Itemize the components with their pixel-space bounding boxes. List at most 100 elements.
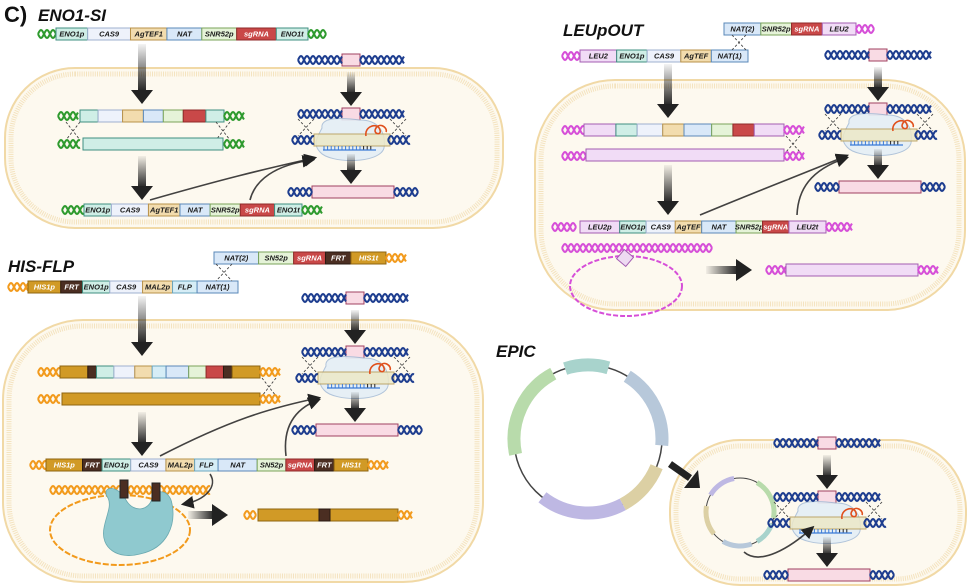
gene-label: NAT (230, 461, 246, 470)
dna-strand (223, 138, 245, 150)
his-dna-popout (49, 484, 211, 496)
leu2-popout-result (785, 263, 919, 277)
dna-strand (301, 346, 347, 358)
gene-label: ENO1p (619, 52, 644, 61)
gene-label: NAT (188, 206, 204, 215)
dna-strand (385, 252, 407, 264)
arrow-stem (351, 392, 359, 410)
gene-label: sgRNA (288, 461, 313, 470)
plasmid-mini-segment (721, 539, 753, 549)
arrow-head (657, 201, 679, 215)
plasmid-segment-cas9 (623, 370, 669, 447)
dna-strand (307, 28, 327, 40)
dna-strand (367, 459, 389, 471)
expression-arrow-flp (180, 473, 214, 509)
ade2-dna-left (773, 437, 819, 449)
expression-arrow-sgrna (796, 154, 850, 216)
recombination-cross (393, 356, 411, 375)
arrow-head (657, 104, 679, 118)
gene-block-sn52p (188, 365, 207, 379)
dna-strand (818, 129, 842, 141)
his-dna-flank (259, 393, 281, 405)
gene-label: CAS9 (120, 206, 141, 215)
dna-strand (301, 204, 323, 216)
gene-block-sgrna (205, 365, 224, 379)
dna-strand (49, 484, 211, 496)
ade2-gene-box (317, 371, 395, 385)
ade2-dna-right (363, 346, 409, 358)
recombination-cross (261, 377, 277, 397)
ade2-dna-right (869, 569, 895, 581)
recombinase-site-icon (615, 248, 635, 268)
dna-strand (773, 491, 819, 503)
gene-label: FRT (85, 461, 101, 470)
dna-strand (886, 49, 932, 61)
gene-label: MAL2p (145, 283, 170, 292)
dna-strand (57, 138, 81, 150)
ade2-dna-left (818, 129, 842, 141)
gene-label: CAS9 (116, 283, 137, 292)
dna-strand (773, 437, 819, 449)
dna-strand (37, 28, 57, 40)
gene-label: sgRNA (244, 30, 269, 39)
dna-strand (397, 509, 413, 521)
plasmid-segment-act1p (619, 464, 663, 511)
gene-label: LEU2 (589, 52, 609, 61)
dna-strand (561, 50, 581, 62)
crossover-line (865, 501, 883, 520)
dna-strand (359, 108, 405, 120)
gene-block-leu2 (583, 123, 617, 137)
title-epic: EPIC (496, 342, 536, 361)
eno1-ade2-editing (311, 53, 395, 199)
dna-strand (223, 110, 245, 122)
dna-strand (783, 150, 805, 162)
dna-strand (259, 366, 281, 378)
sgrna-scaffold-icon (841, 507, 864, 520)
arrow-stem (823, 537, 831, 555)
eno1-donor-blocks (79, 109, 225, 123)
dna-strand (561, 242, 713, 254)
gene-label: HIS1p (34, 283, 56, 292)
gene-block-snr52p (162, 109, 184, 123)
dna-strand (307, 28, 327, 40)
ade2-dna-left (295, 372, 319, 384)
his-dna-flank (259, 366, 281, 378)
dna-strand (869, 569, 895, 581)
dna-strand (359, 108, 405, 120)
dna-strand (363, 292, 409, 304)
crossover-line (773, 501, 791, 520)
down-arrow (867, 149, 889, 179)
arrow-head (340, 170, 362, 184)
leu-dna-flank (561, 50, 581, 62)
dna-strand (393, 186, 419, 198)
arrow-head (131, 342, 153, 356)
dna-strand (7, 281, 29, 293)
leu-dna-flank (765, 264, 787, 276)
gene-block-eno1t (205, 109, 225, 123)
title-eno1-si: ENO1-SI (38, 6, 107, 25)
ade2-dna-right (359, 108, 405, 120)
dna-strand (297, 108, 343, 120)
leu-dna-flank (917, 264, 939, 276)
gene-label: ENO1p (59, 30, 84, 39)
crossover-line (731, 34, 747, 51)
arrow-head (867, 165, 889, 179)
gene-block-leu2 (753, 123, 785, 137)
dna-strand (359, 54, 405, 66)
dna-strand (835, 491, 881, 503)
gene-label: NAT(2) (224, 254, 249, 263)
recombination-cross (301, 356, 319, 375)
panel-label: C) (4, 2, 27, 27)
arrow-head (131, 90, 153, 104)
his-donor-blocks (59, 365, 261, 379)
dna-strand (561, 124, 585, 136)
dna-strand (291, 134, 315, 146)
gene-block-nat1 (710, 49, 749, 63)
right-arrow (706, 259, 752, 281)
dna-strand (886, 103, 932, 115)
gene-block-frt (87, 365, 98, 379)
target-site-box (868, 48, 888, 62)
